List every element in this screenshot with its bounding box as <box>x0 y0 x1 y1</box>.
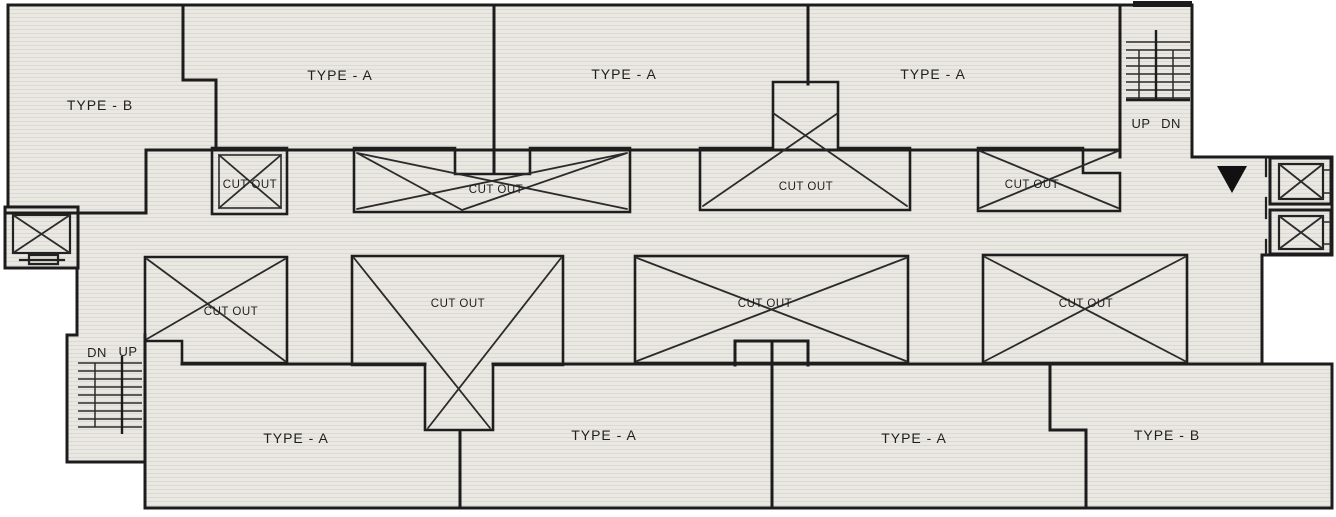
unit-label-type-b-bottom: TYPE - B <box>1134 427 1200 443</box>
cutout-upper-3-cross <box>702 112 908 207</box>
elevator-left-door <box>18 253 66 266</box>
cutout-upper-2-cross <box>356 152 628 211</box>
staircase-top-right-landing-bar <box>1133 1 1192 7</box>
cutout-upper-2: CUT OUT <box>352 146 632 214</box>
cutout-upper-4: CUT OUT <box>976 146 1122 213</box>
cutout-upper-2-outline <box>352 146 632 214</box>
elevator-right-2-ticks <box>1323 221 1331 245</box>
staircase-top-right-treads <box>1126 30 1190 102</box>
unit-label-type-a-top-1: TYPE - A <box>307 67 373 83</box>
interior-walls <box>6 3 1334 510</box>
staircase-left: DN UP <box>78 344 142 434</box>
cutout-label: CUT OUT <box>431 298 485 310</box>
elevator-bank-right <box>1264 156 1333 257</box>
cutout-upper-3: CUT OUT <box>698 80 912 212</box>
cutout-label: CUT OUT <box>779 181 833 193</box>
cutout-label: CUT OUT <box>1059 298 1113 310</box>
elevator-left <box>3 205 80 270</box>
elevator-right-2-car <box>1277 214 1325 251</box>
cutout-label: CUT OUT <box>204 306 258 318</box>
elevator-left-cross <box>12 214 71 254</box>
unit-label-type-a-top-2: TYPE - A <box>591 66 657 82</box>
cutout-lower-1-cross <box>146 258 286 362</box>
staircase-left-treads <box>78 356 142 434</box>
cutout-lower-1: CUT OUT <box>143 255 289 365</box>
cutout-lower-3: CUT OUT <box>633 254 910 365</box>
cutout-upper-1-cross <box>218 154 282 209</box>
cutout-label: CUT OUT <box>1005 179 1059 191</box>
unit-label-type-a-bottom-2: TYPE - A <box>571 427 637 443</box>
cutout-lower-4: CUT OUT <box>981 253 1189 365</box>
unit-label-type-a-bottom-3: TYPE - A <box>881 430 947 446</box>
elevator-right-2 <box>1268 208 1333 256</box>
stairs-top-right-dn-label: DN <box>1161 116 1181 131</box>
unit-label-type-b-top: TYPE - B <box>67 97 133 113</box>
cutout-upper-4-outline <box>976 146 1122 213</box>
elevator-left-shaft <box>3 205 80 270</box>
cutout-lower-2: CUT OUT <box>350 254 565 432</box>
cutout-lower-3-outline <box>633 254 910 365</box>
elevator-right-1-ticks <box>1323 169 1331 194</box>
entry-direction-arrow-icon <box>1217 166 1247 193</box>
cutout-upper-1: CUT OUT <box>210 146 289 216</box>
elevator-right-1-car <box>1277 162 1325 201</box>
cutout-lower-1-outline <box>143 255 289 365</box>
cutout-upper-1-outer <box>210 146 289 216</box>
cutout-lower-2-cross <box>353 257 562 429</box>
elevator-left-car <box>11 213 72 255</box>
elevator-right-1-cross <box>1278 163 1324 200</box>
cutout-lower-4-outline <box>981 253 1189 365</box>
cutout-upper-4-cross <box>979 150 1119 209</box>
unit-label-type-a-top-3: TYPE - A <box>900 66 966 82</box>
unit-labels: TYPE - B TYPE - A TYPE - A TYPE - A TYPE… <box>67 66 1200 446</box>
elevator-right-1 <box>1268 156 1333 206</box>
stairs-left-up-label: UP <box>118 344 137 359</box>
cutout-label: CUT OUT <box>738 298 792 310</box>
divider-bottom-a3-b <box>1048 363 1088 510</box>
cutout-upper-1-inner <box>218 154 282 209</box>
stairs-top-right-up-label: UP <box>1131 116 1150 131</box>
cutout-lower-4-cross <box>984 256 1186 362</box>
cutout-lower-3-cross <box>636 257 907 362</box>
elevator-right-2-shaft <box>1268 208 1333 256</box>
stairs-left-dn-label: DN <box>87 345 107 360</box>
elevator-right-2-cross <box>1278 215 1324 250</box>
divider-top-b-a1 <box>181 3 218 152</box>
unit-label-type-a-bottom-1: TYPE - A <box>263 430 329 446</box>
staircase-top-right: UP DN <box>1126 1 1192 131</box>
cutout-label: CUT OUT <box>469 184 523 196</box>
cutout-lower-2-outline <box>350 254 565 432</box>
cutout-upper-3-outline <box>698 80 912 212</box>
elevator-right-1-shaft <box>1268 156 1333 206</box>
cutout-label: CUT OUT <box>223 179 277 191</box>
